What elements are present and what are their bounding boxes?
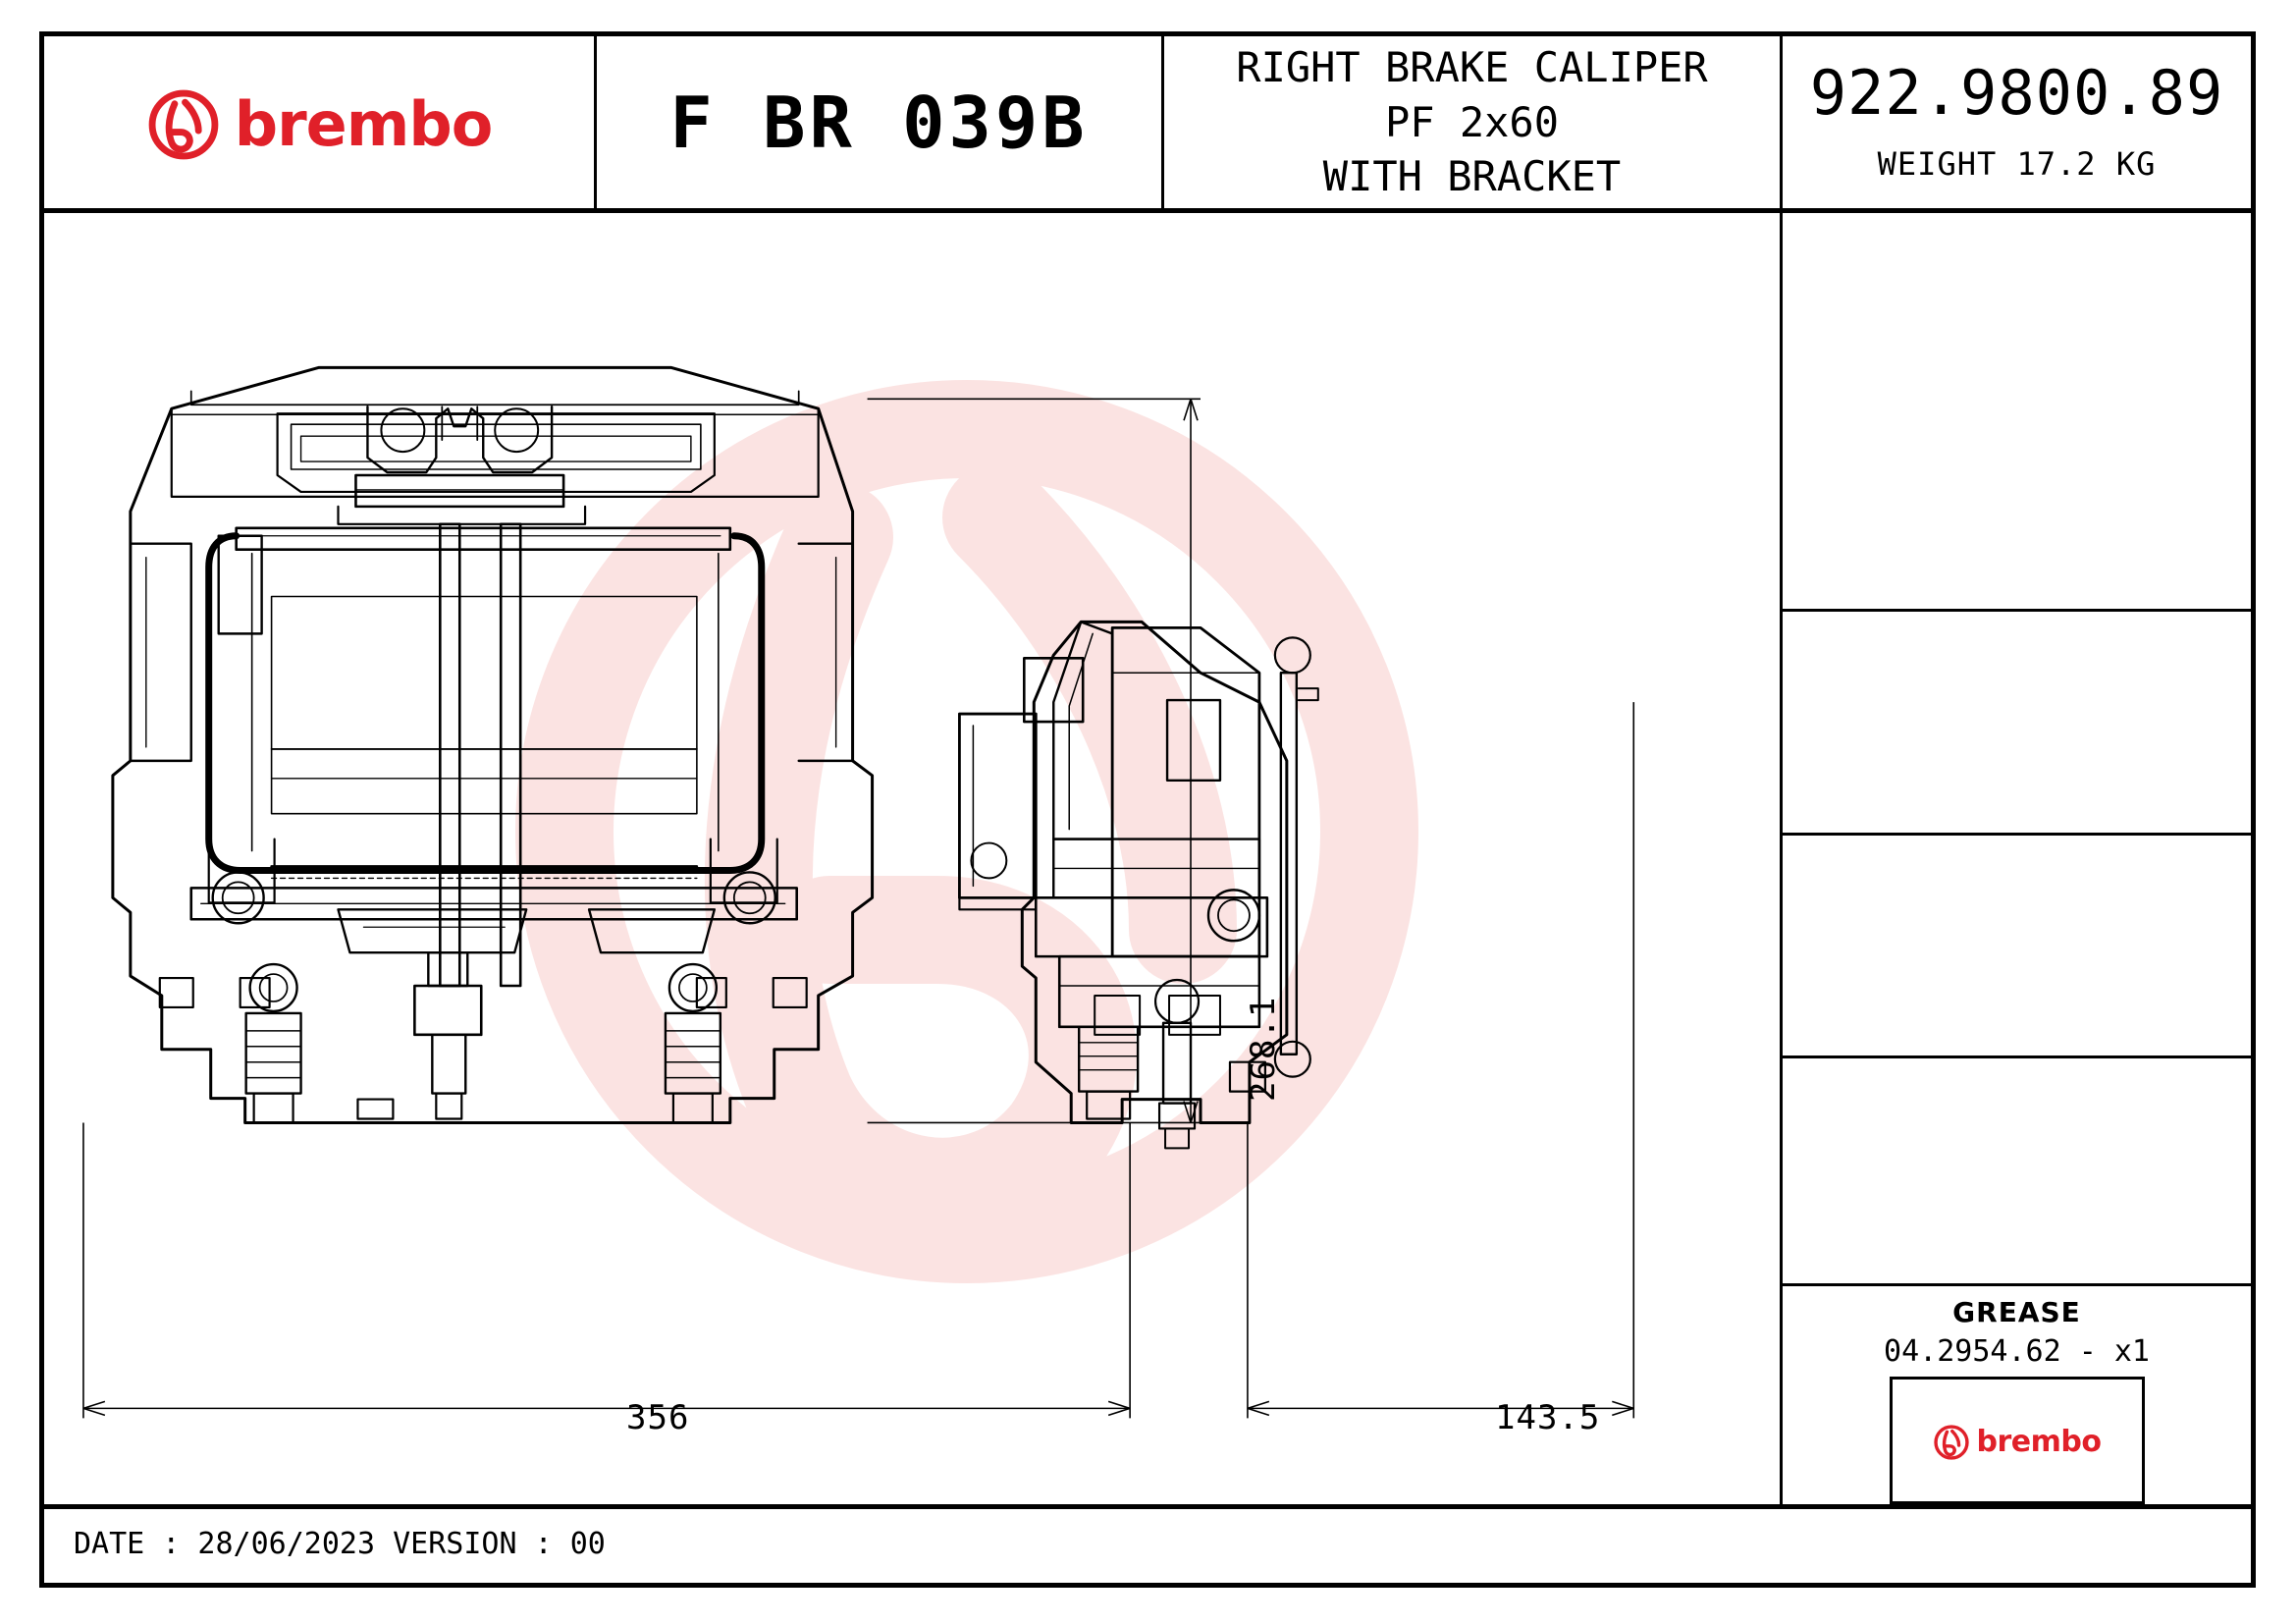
brand-logo-cell: brembo bbox=[44, 36, 597, 208]
caliper-technical-drawing bbox=[82, 365, 1635, 1419]
description-line-3: WITH BRACKET bbox=[1322, 152, 1622, 201]
title-block-header: brembo F BR 039B RIGHT BRAKE CALIPER PF … bbox=[44, 36, 2251, 213]
description-line-2: PF 2x60 bbox=[1384, 97, 1559, 146]
revision-footer: DATE : 28/06/2023 VERSION : 00 bbox=[44, 1504, 2251, 1583]
brembo-b-icon bbox=[148, 89, 219, 159]
revision-text: DATE : 28/06/2023 VERSION : 00 bbox=[74, 1526, 606, 1561]
drawing-frame: brembo F BR 039B RIGHT BRAKE CALIPER PF … bbox=[39, 31, 2256, 1588]
brembo-wordmark: brembo bbox=[234, 87, 494, 160]
brembo-logo-small: brembo bbox=[1933, 1424, 2102, 1461]
grease-code: 04.2954.62 - x1 bbox=[1884, 1334, 2150, 1370]
info-cell-4 bbox=[1783, 836, 2251, 1059]
brembo-b-icon bbox=[1933, 1425, 1969, 1460]
dimension-front-width-label: 356 bbox=[626, 1398, 690, 1437]
info-cell-3 bbox=[1783, 612, 2251, 836]
part-number-cell: 922.9800.89 WEIGHT 17.2 KG bbox=[1783, 36, 2251, 208]
description-cell: RIGHT BRAKE CALIPER PF 2x60 WITH BRACKET bbox=[1164, 36, 1783, 208]
grease-cell: GREASE 04.2954.62 - x1 brembo bbox=[1783, 1286, 2251, 1505]
brembo-logo: brembo bbox=[146, 87, 493, 162]
product-code: F BR 039B bbox=[669, 81, 1089, 164]
right-info-column: GREASE 04.2954.62 - x1 brembo bbox=[1783, 213, 2251, 1505]
description-line-1: RIGHT BRAKE CALIPER bbox=[1236, 43, 1708, 92]
product-code-cell: F BR 039B bbox=[597, 36, 1164, 208]
info-cell-1 bbox=[1783, 213, 2251, 385]
info-cell-2 bbox=[1783, 385, 2251, 613]
drawing-area: 268.1 356 143.5 bbox=[44, 213, 1783, 1504]
dimension-side-width-label: 143.5 bbox=[1495, 1398, 1601, 1437]
grease-title: GREASE bbox=[1952, 1296, 2081, 1329]
sheet-body: 268.1 356 143.5 GREASE 04.2954.62 - x1 bbox=[44, 213, 2251, 1509]
brembo-wordmark-small: brembo bbox=[1976, 1425, 2102, 1460]
part-number: 922.9800.89 bbox=[1809, 56, 2224, 129]
part-weight: WEIGHT 17.2 KG bbox=[1877, 144, 2157, 183]
grease-logo-box: brembo bbox=[1889, 1377, 2145, 1505]
info-cell-5 bbox=[1783, 1058, 2251, 1287]
dimension-height-label: 268.1 bbox=[1244, 996, 1283, 1102]
